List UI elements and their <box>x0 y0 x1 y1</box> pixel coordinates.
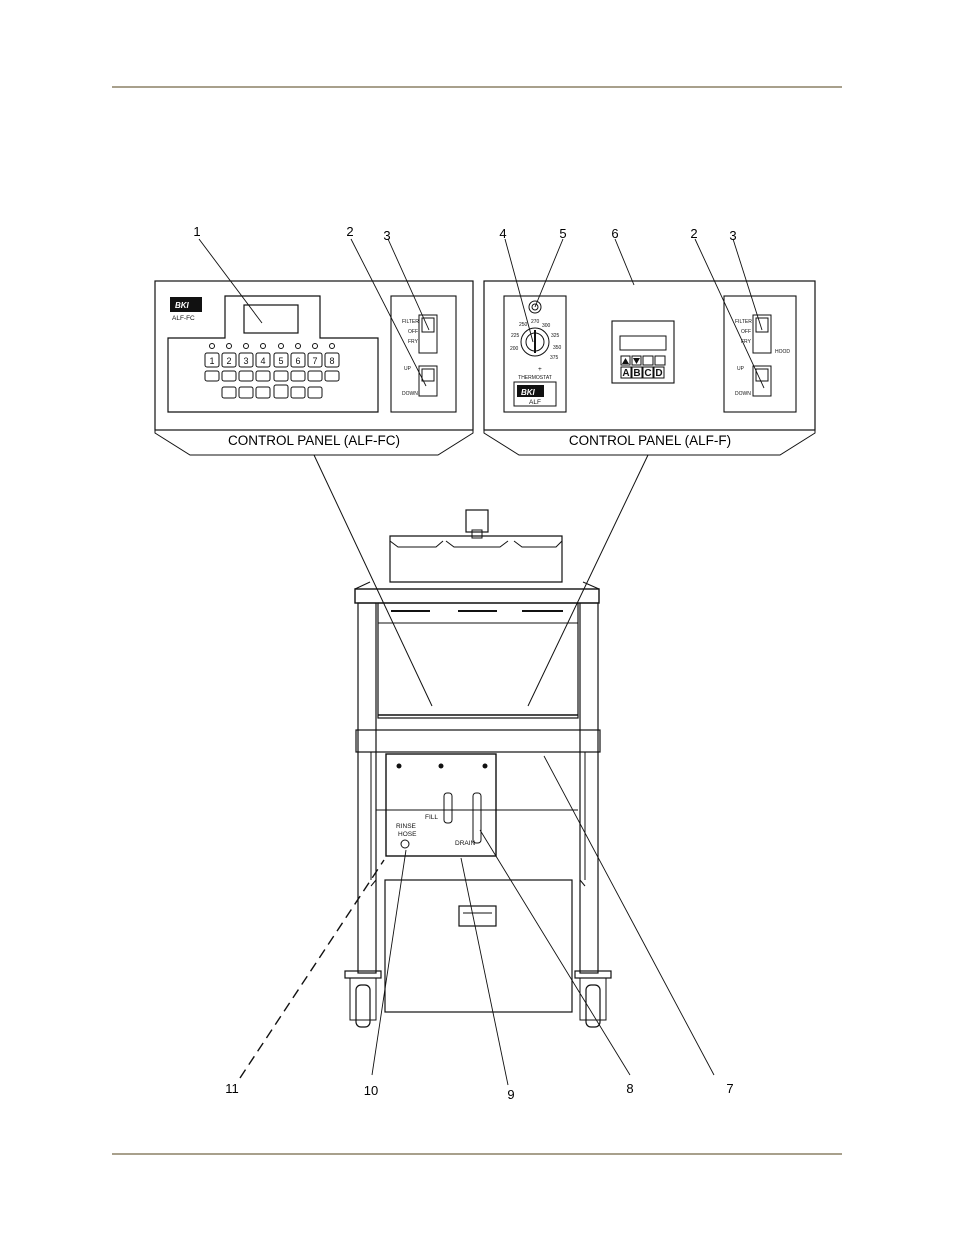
fryer-unit: FILL DRAIN RINSE HOSE <box>345 510 611 1027</box>
callout-8: 8 <box>626 1081 633 1096</box>
leader-panel-f <box>528 455 648 706</box>
svg-text:DOWN: DOWN <box>735 391 751 397</box>
key-8: 8 <box>329 356 334 366</box>
svg-text:350: 350 <box>553 345 562 351</box>
controller-key-b: B <box>633 368 640 379</box>
drain-label: DRAIN <box>455 840 476 847</box>
svg-text:FILTER: FILTER <box>402 319 419 325</box>
key-3: 3 <box>243 356 248 366</box>
callout-5: 5 <box>559 226 566 241</box>
key-5: 5 <box>278 356 283 366</box>
indicator-leds <box>210 344 335 349</box>
svg-text:250: 250 <box>519 322 528 328</box>
svg-text:HOSE: HOSE <box>398 831 417 838</box>
svg-text:300: 300 <box>542 323 551 329</box>
model-label-fc: ALF-FC <box>172 315 195 322</box>
key-2: 2 <box>226 356 231 366</box>
svg-text:OFF: OFF <box>408 329 418 335</box>
blank-keys <box>205 371 339 381</box>
svg-text:UP: UP <box>737 366 745 372</box>
svg-text:DOWN: DOWN <box>402 391 418 397</box>
svg-text:HOOD: HOOD <box>775 349 790 355</box>
controller-display <box>620 336 666 350</box>
svg-text:FRY: FRY <box>408 339 419 345</box>
key-4: 4 <box>260 356 265 366</box>
control-panel-alf-fc: CONTROL PANEL (ALF-FC) BKI ALF-FC 1 2 3 … <box>155 281 473 455</box>
svg-text:325: 325 <box>551 333 560 339</box>
drawer-handle <box>459 906 496 926</box>
callout-9: 9 <box>507 1087 514 1102</box>
callout-4: 4 <box>499 226 506 241</box>
right-caster <box>575 971 611 1027</box>
callout-2-left: 2 <box>346 224 353 239</box>
callout-1: 1 <box>193 224 200 239</box>
function-keys <box>222 385 322 398</box>
svg-text:OFF: OFF <box>741 329 751 335</box>
control-panel-alf-f: CONTROL PANEL (ALF-F) 270 300 325 350 25… <box>484 281 815 455</box>
rinse-hose-fitting <box>401 840 409 848</box>
svg-text:225: 225 <box>511 333 520 339</box>
fill-label: FILL <box>425 814 438 821</box>
callout-7: 7 <box>726 1081 733 1096</box>
key-7: 7 <box>312 356 317 366</box>
controller-key-c: C <box>644 368 651 379</box>
key-1: 1 <box>209 356 214 366</box>
digital-controller: A B C D <box>612 321 674 383</box>
callout-6: 6 <box>611 226 618 241</box>
number-keys: 1 2 3 4 5 6 7 8 <box>205 353 339 367</box>
callout-2-right: 2 <box>690 226 697 241</box>
callout-3-right: 3 <box>729 228 736 243</box>
svg-text:FILTER: FILTER <box>735 319 752 325</box>
rinse-label: RINSE <box>396 823 417 830</box>
leader-panel-fc <box>314 455 432 706</box>
model-label-f: ALF <box>529 399 541 406</box>
key-6: 6 <box>295 356 300 366</box>
svg-text:270: 270 <box>531 319 540 325</box>
svg-text:BKI: BKI <box>175 301 190 310</box>
panel-title-f: CONTROL PANEL (ALF-F) <box>569 433 731 448</box>
svg-text:BKI: BKI <box>521 388 536 397</box>
callout-3-left: 3 <box>383 228 390 243</box>
switch-box-f: FILTER OFF FRY HOOD UP DOWN <box>724 296 796 412</box>
thermostat-plate: 270 300 325 350 250 225 200 375 + THERMO… <box>504 296 566 412</box>
callout-10: 10 <box>364 1083 378 1098</box>
svg-text:UP: UP <box>404 366 412 372</box>
panel-title-fc: CONTROL PANEL (ALF-FC) <box>228 433 400 448</box>
bki-logo-fc: BKI ALF-FC <box>170 297 202 322</box>
svg-text:375: 375 <box>550 355 559 361</box>
left-caster <box>345 971 381 1027</box>
switch-box-fc: FILTER OFF FRY UP DOWN <box>391 296 456 412</box>
svg-text:200: 200 <box>510 346 519 352</box>
controller-key-a: A <box>622 368 629 379</box>
thermostat-label: THERMOSTAT <box>518 375 552 381</box>
callout-11: 11 <box>225 1081 239 1096</box>
callout-leaders <box>199 239 764 1085</box>
svg-text:+: + <box>538 366 542 373</box>
controller-key-d: D <box>655 368 662 379</box>
